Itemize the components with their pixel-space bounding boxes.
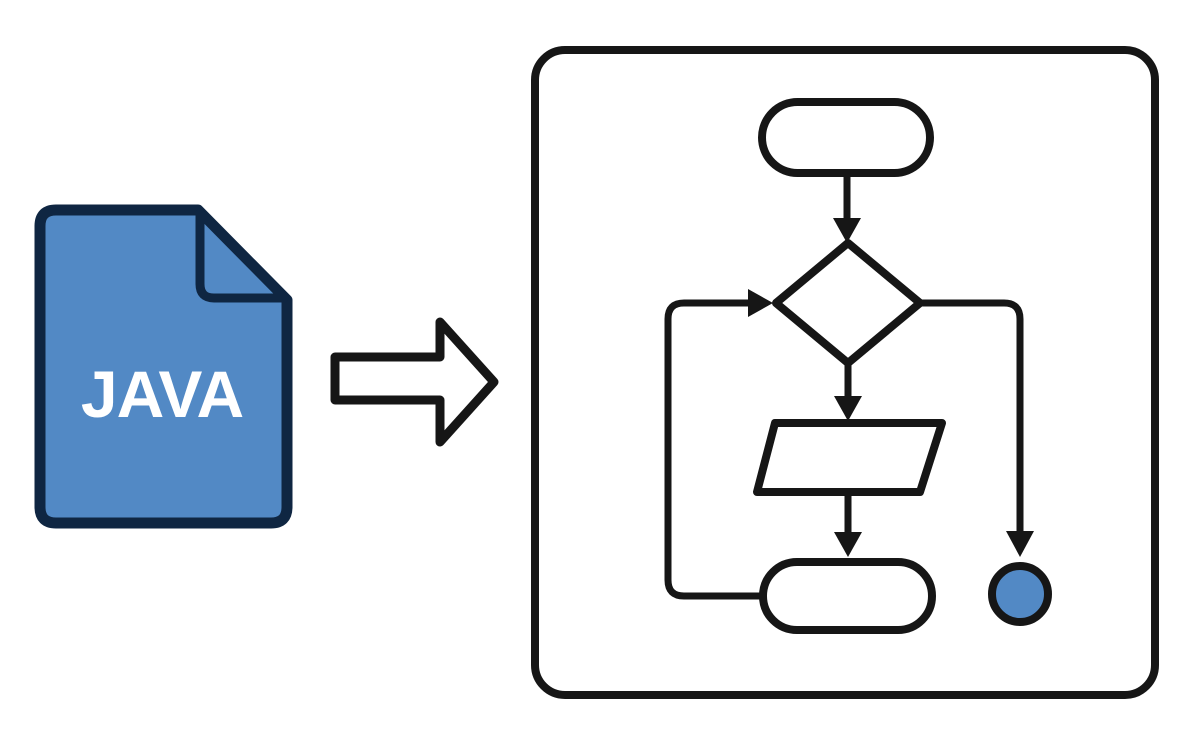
arrowhead-down-icon xyxy=(834,532,862,557)
java-file-label: JAVA xyxy=(81,357,243,431)
flowchart-panel xyxy=(531,46,1159,699)
arrowhead-down-icon xyxy=(1006,531,1034,557)
transform-arrow-icon xyxy=(330,317,499,447)
arrowhead-down-icon xyxy=(834,396,862,421)
arrowhead-right-icon xyxy=(748,289,773,317)
edge-decision-to-io xyxy=(834,363,862,421)
end-circle-node xyxy=(988,562,1052,626)
start-terminator-node xyxy=(758,98,934,177)
edge-decision-to-end xyxy=(920,299,1034,557)
arrowhead-down-icon xyxy=(833,218,861,243)
java-file-fold-corner-icon xyxy=(195,208,289,303)
edge-io-to-loop-step xyxy=(834,492,862,557)
edge-start-to-decision xyxy=(833,173,861,243)
java-file-icon: JAVA xyxy=(34,204,293,529)
edge-decision-to-end-line xyxy=(920,299,1024,534)
loop-terminator-node xyxy=(759,558,936,634)
edge-loop-back-line xyxy=(664,299,763,600)
edge-loop-back-to-decision xyxy=(664,289,773,600)
input-output-parallelogram-node xyxy=(753,419,946,496)
